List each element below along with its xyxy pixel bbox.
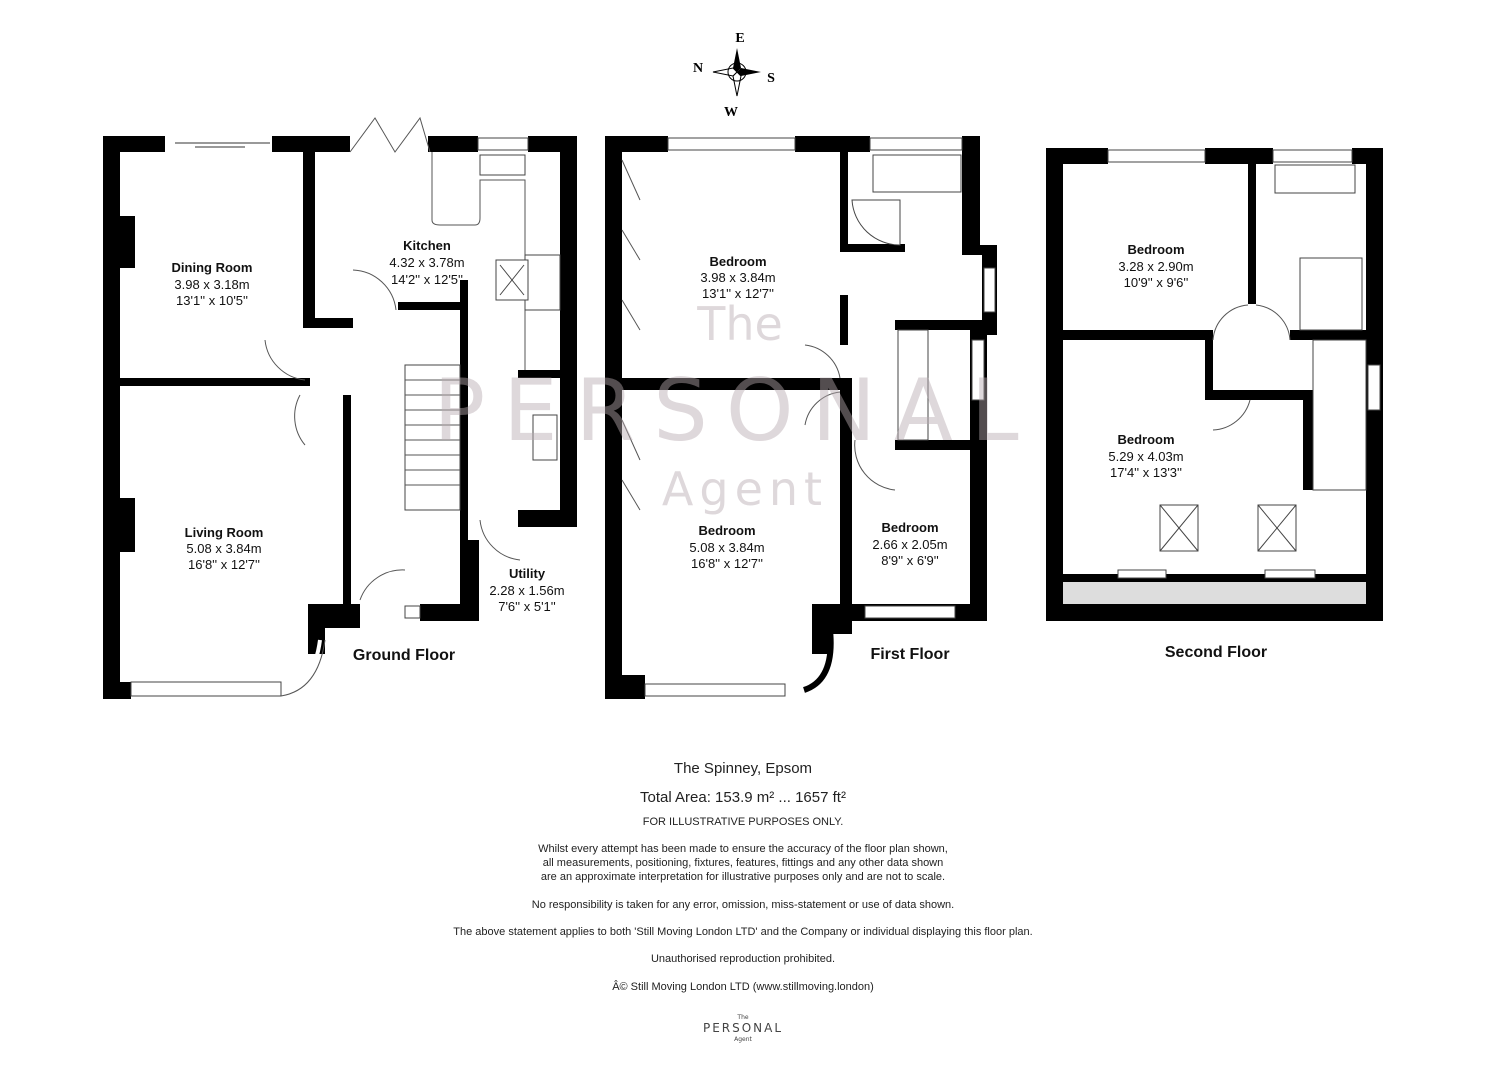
svg-text:Kitchen: Kitchen xyxy=(403,238,451,253)
svg-text:13'1'' x 10'5'': 13'1'' x 10'5'' xyxy=(176,293,248,308)
svg-text:7'6'' x 5'1'': 7'6'' x 5'1'' xyxy=(498,599,556,614)
svg-text:10'9'' x 9'6'': 10'9'' x 9'6'' xyxy=(1124,275,1189,290)
svg-text:5.08 x 3.84m: 5.08 x 3.84m xyxy=(186,541,261,556)
room-bedroom-3: Bedroom 2.66 x 2.05m 8'9'' x 6'9'' xyxy=(872,520,947,568)
svg-text:8'9'' x 6'9'': 8'9'' x 6'9'' xyxy=(881,553,939,568)
room-bedroom-4: Bedroom 3.28 x 2.90m 10'9'' x 9'6'' xyxy=(1118,242,1193,290)
svg-text:17'4'' x 13'3'': 17'4'' x 13'3'' xyxy=(1110,465,1182,480)
room-bedroom-2: Bedroom 5.08 x 3.84m 16'8'' x 12'7'' xyxy=(689,523,764,571)
svg-text:5.29 x 4.03m: 5.29 x 4.03m xyxy=(1108,449,1183,464)
svg-text:PERSONAL: PERSONAL xyxy=(433,361,1036,461)
compass-e: E xyxy=(735,31,744,46)
svg-text:2.28 x 1.56m: 2.28 x 1.56m xyxy=(489,583,564,598)
ground-floor-label: Ground Floor xyxy=(353,647,455,664)
compass-n: N xyxy=(693,61,703,76)
room-dining-room: Dining Room 3.98 x 3.18m 13'1'' x 10'5'' xyxy=(172,260,253,308)
svg-text:3.98 x 3.18m: 3.98 x 3.18m xyxy=(174,277,249,292)
svg-text:Bedroom: Bedroom xyxy=(698,523,755,538)
watermark: The PERSONAL Agent xyxy=(433,297,1036,516)
svg-text:Living Room: Living Room xyxy=(185,525,264,540)
illustrative-note: FOR ILLUSTRATIVE PURPOSES ONLY. xyxy=(642,816,844,828)
disclaimer-line-3: are an approximate interpretation for il… xyxy=(540,871,946,883)
compass-s: S xyxy=(767,71,775,86)
second-floor-walls xyxy=(1046,148,1383,621)
svg-text:Bedroom: Bedroom xyxy=(1117,432,1174,447)
copyright-note: Â© Still Moving London LTD (www.stillmov… xyxy=(612,981,874,993)
second-floor-label: Second Floor xyxy=(1165,644,1267,661)
svg-text:Bedroom: Bedroom xyxy=(709,254,766,269)
statement-note: The above statement applies to both 'Sti… xyxy=(453,926,1033,938)
svg-text:Bedroom: Bedroom xyxy=(881,520,938,535)
disclaimer-line-2: all measurements, positioning, fixtures,… xyxy=(542,857,944,869)
room-living-room: Living Room 5.08 x 3.84m 16'8'' x 12'7'' xyxy=(185,525,264,572)
first-floor-label: First Floor xyxy=(870,646,949,663)
svg-text:2.66 x 2.05m: 2.66 x 2.05m xyxy=(872,537,947,552)
room-utility: Utility 2.28 x 1.56m 7'6'' x 5'1'' xyxy=(489,566,564,614)
disclaimer-line-1: Whilst every attempt has been made to en… xyxy=(538,843,948,855)
svg-text:Utility: Utility xyxy=(509,566,546,581)
svg-text:The: The xyxy=(696,297,783,351)
svg-text:14'2'' x 12'5'': 14'2'' x 12'5'' xyxy=(391,272,463,287)
svg-text:3.28 x 2.90m: 3.28 x 2.90m xyxy=(1118,259,1193,274)
reproduction-note: Unauthorised reproduction prohibited. xyxy=(650,953,836,965)
svg-text:Agent: Agent xyxy=(662,462,828,516)
compass-icon: E N S W xyxy=(693,31,775,120)
responsibility-note: No responsibility is taken for any error… xyxy=(531,899,955,911)
svg-text:5.08 x 3.84m: 5.08 x 3.84m xyxy=(689,540,764,555)
room-bedroom-1: Bedroom 3.98 x 3.84m 13'1'' x 12'7'' xyxy=(700,254,775,301)
svg-text:16'8'' x 12'7'': 16'8'' x 12'7'' xyxy=(691,556,763,571)
address: The Spinney, Epsom xyxy=(673,760,813,777)
svg-text:Dining Room: Dining Room xyxy=(172,260,253,275)
room-kitchen: Kitchen 4.32 x 3.78m 14'2'' x 12'5'' xyxy=(389,238,464,287)
first-floor-walls xyxy=(605,136,997,699)
svg-text:4.32 x 3.78m: 4.32 x 3.78m xyxy=(389,255,464,270)
svg-text:3.98 x 3.84m: 3.98 x 3.84m xyxy=(700,270,775,285)
total-area: Total Area: 153.9 m² ... 1657 ft² xyxy=(640,789,846,806)
compass-w: W xyxy=(724,105,738,120)
svg-text:16'8'' x 12'7'': 16'8'' x 12'7'' xyxy=(188,557,260,572)
room-bedroom-5: Bedroom 5.29 x 4.03m 17'4'' x 13'3'' xyxy=(1108,432,1183,480)
svg-text:Bedroom: Bedroom xyxy=(1127,242,1184,257)
svg-text:13'1'' x 12'7'': 13'1'' x 12'7'' xyxy=(702,286,774,301)
ground-floor-walls xyxy=(103,116,577,699)
